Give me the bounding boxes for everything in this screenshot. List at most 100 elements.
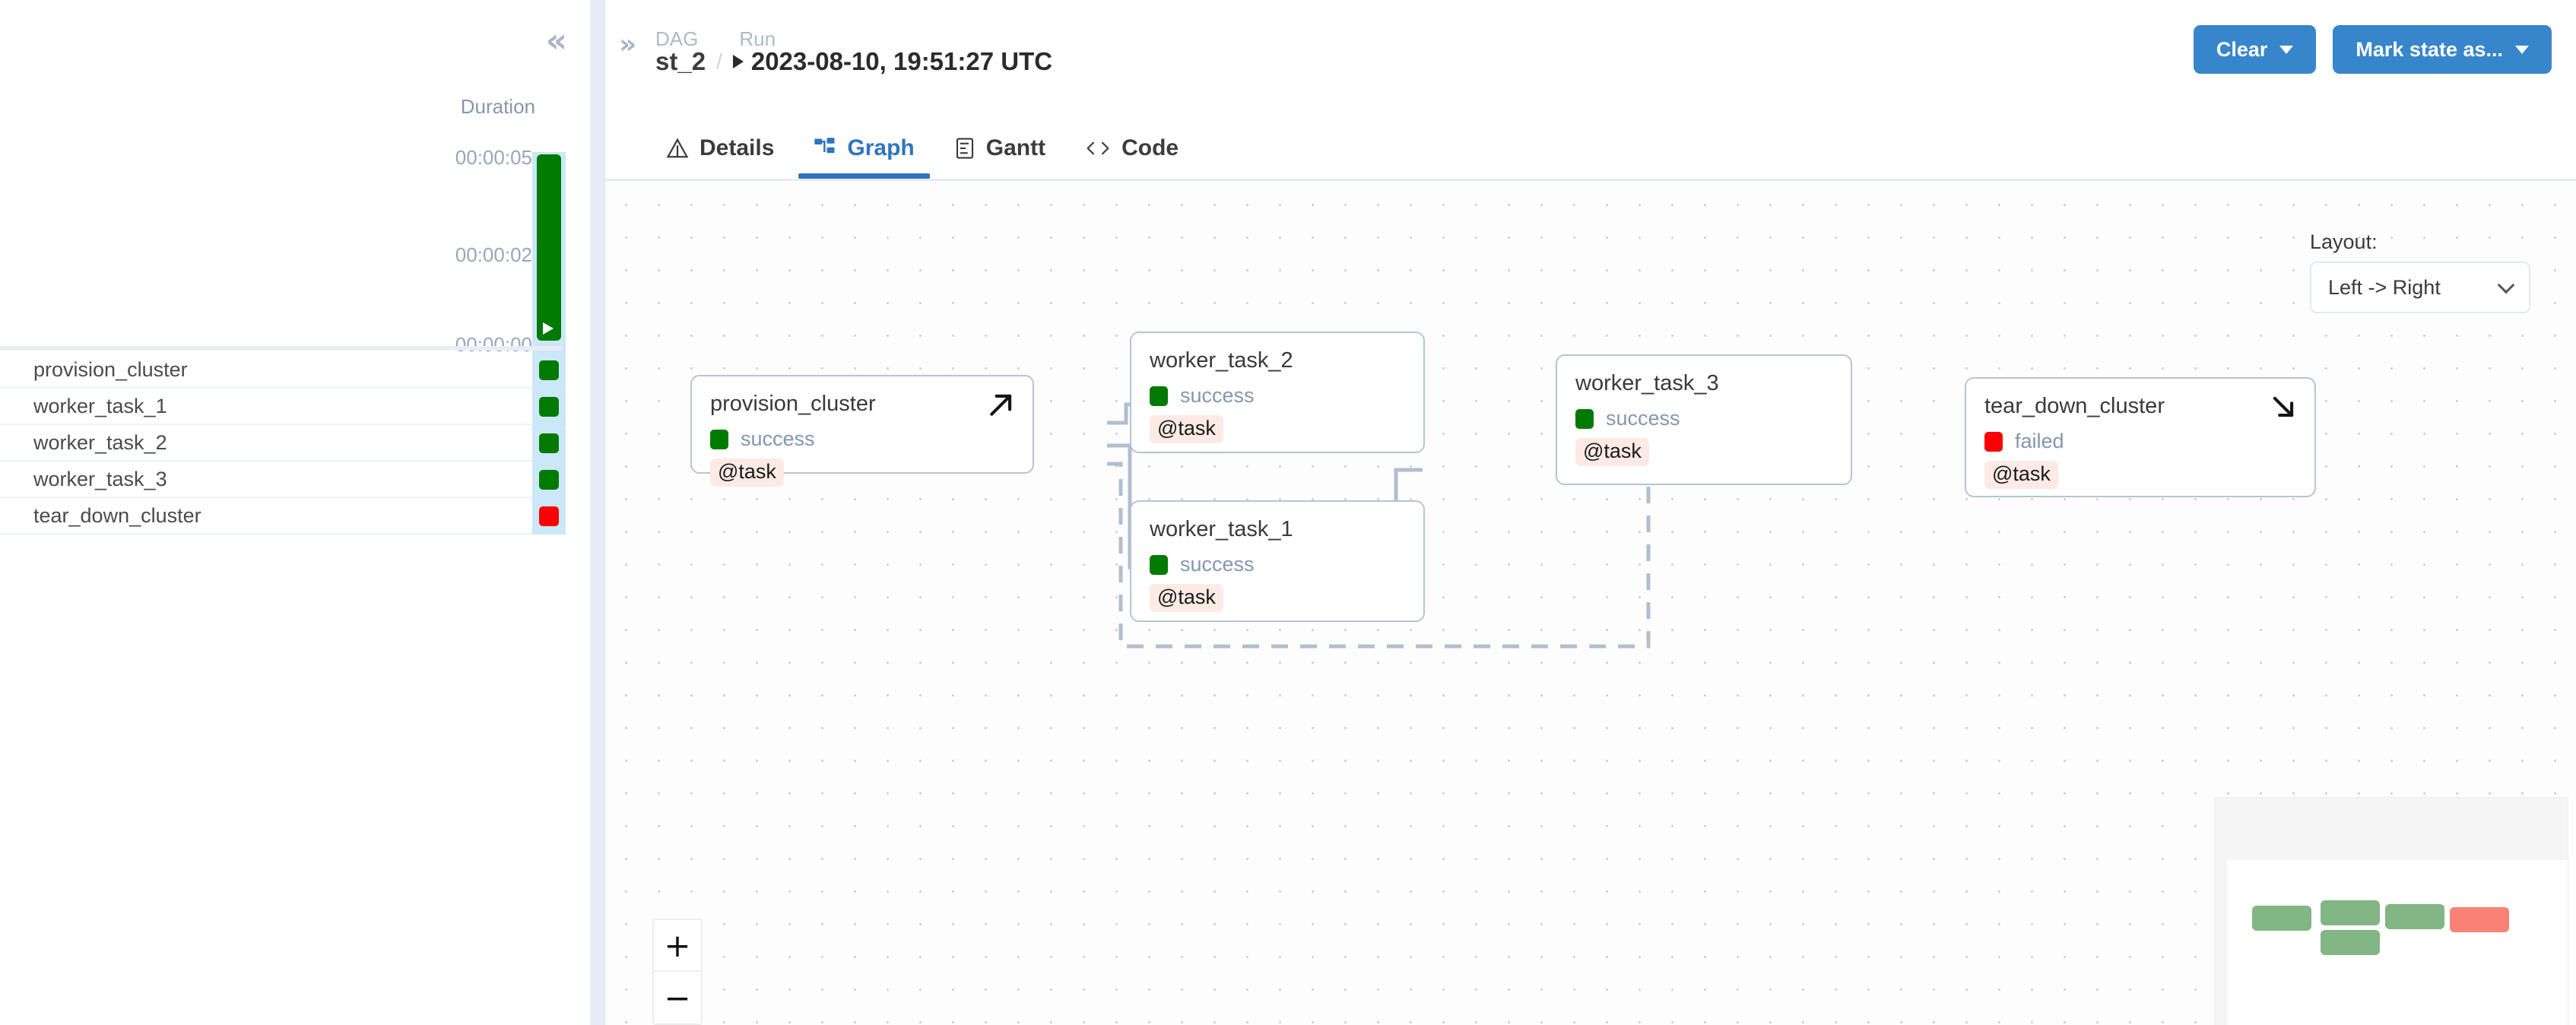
status-square-success: [1150, 386, 1168, 406]
duration-bar[interactable]: [537, 154, 561, 341]
status-square-success: [539, 397, 559, 417]
tab-gantt-label: Gantt: [985, 135, 1046, 160]
node-state-label: success: [741, 427, 815, 450]
zoom-in-button[interactable]: +: [654, 920, 701, 972]
grid-header-divider: [0, 346, 563, 351]
task-name-label: worker_task_2: [33, 430, 167, 454]
status-square-success: [539, 433, 559, 453]
task-instance-cell[interactable]: [532, 425, 566, 462]
node-state: success: [1150, 384, 1405, 408]
zoom-out-button[interactable]: −: [664, 979, 691, 1017]
node-badge: @task: [1150, 584, 1223, 612]
minimap-node: [2321, 930, 2380, 955]
task-row[interactable]: worker_task_1: [0, 389, 567, 425]
status-square-success: [539, 360, 559, 380]
node-state: failed: [1984, 430, 2296, 453]
chevron-down-icon: [2497, 276, 2515, 294]
graph-icon: [814, 137, 836, 160]
graph-node-provision-cluster[interactable]: provision_cluster success @task: [690, 375, 1034, 487]
status-square-success: [1575, 408, 1594, 429]
graph-minimap[interactable]: [2214, 797, 2568, 1025]
task-instance-cell[interactable]: [532, 352, 566, 389]
zoom-controls: + −: [652, 919, 703, 1025]
arrow-up-right-icon: [990, 394, 1012, 416]
layout-label: Layout:: [2310, 230, 2378, 253]
task-list: provision_cluster worker_task_1 worker_tas…: [0, 352, 567, 535]
panel-divider: [604, 0, 605, 1025]
expand-panel-icon[interactable]: »: [619, 29, 637, 60]
clear-button[interactable]: Clear: [2193, 25, 2317, 74]
arrow-down-right-icon: [2273, 396, 2294, 417]
node-state-label: success: [1606, 407, 1680, 430]
node-badge: @task: [1575, 438, 1649, 466]
breadcrumb-separator: /: [716, 49, 722, 73]
run-header: » DAG Run st_2 / 2023-08-10, 19:51:27 UT…: [605, 0, 2576, 118]
layout-select[interactable]: Left -> Right: [2310, 262, 2530, 313]
chevron-down-icon: [2279, 45, 2294, 54]
header-actions: Clear Mark state as...: [2193, 25, 2552, 74]
node-state-label: failed: [2015, 430, 2064, 452]
mark-state-button[interactable]: Mark state as...: [2333, 25, 2552, 74]
breadcrumb-label-dag: DAG: [655, 27, 699, 50]
task-instance-cell[interactable]: [532, 498, 566, 535]
task-row[interactable]: worker_task_3: [0, 462, 567, 498]
run-expand-caret-icon[interactable]: [732, 55, 744, 68]
node-title: provision_cluster: [710, 392, 876, 416]
code-icon: [1085, 138, 1111, 159]
node-state: success: [710, 427, 1014, 451]
graph-canvas[interactable]: Layout: Left -> Right provision_cluster …: [605, 181, 2576, 1025]
duration-tick-0: 00:00:00: [455, 333, 532, 356]
tab-graph[interactable]: Graph: [794, 118, 934, 179]
dag-id-link[interactable]: st_2: [655, 47, 706, 75]
graph-node-worker-task-3[interactable]: worker_task_3 success @task: [1556, 354, 1852, 485]
tab-details[interactable]: Details: [646, 118, 794, 179]
minimap-node: [2450, 907, 2509, 932]
tab-graph-label: Graph: [847, 135, 915, 160]
node-state-label: success: [1180, 384, 1255, 407]
breadcrumb: st_2 / 2023-08-10, 19:51:27 UTC: [655, 47, 1052, 76]
task-row[interactable]: tear_down_cluster: [0, 498, 567, 535]
task-instance-cell[interactable]: [532, 462, 566, 498]
minimap-node: [2321, 900, 2380, 925]
task-name-label: worker_task_1: [33, 394, 167, 417]
duration-axis-title: Duration: [460, 95, 535, 118]
panel-resizer[interactable]: [590, 0, 604, 1025]
gantt-icon: [954, 137, 976, 160]
tab-details-label: Details: [700, 135, 775, 160]
status-square-success: [710, 429, 728, 449]
task-row[interactable]: worker_task_2: [0, 425, 567, 462]
node-title: tear_down_cluster: [1984, 394, 2165, 418]
minimap-node: [2252, 906, 2311, 931]
tab-bar: Details Graph: [605, 118, 2576, 181]
chevron-down-icon: [2515, 45, 2529, 54]
grid-panel: « Duration 00:00:05 00:00:02 00:00:00 pr…: [0, 0, 590, 1025]
task-instance-cell[interactable]: [532, 389, 566, 425]
graph-node-worker-task-2[interactable]: worker_task_2 success @task: [1130, 332, 1425, 453]
collapse-panel-icon[interactable]: «: [545, 21, 567, 60]
node-title: worker_task_2: [1150, 348, 1293, 373]
task-row[interactable]: provision_cluster: [0, 352, 567, 389]
mark-state-button-label: Mark state as...: [2356, 37, 2503, 61]
triangle-alert-icon: [666, 137, 689, 160]
tab-code[interactable]: Code: [1065, 118, 1198, 179]
clear-button-label: Clear: [2216, 37, 2268, 61]
detail-pane: » DAG Run st_2 / 2023-08-10, 19:51:27 UT…: [605, 0, 2576, 1025]
tab-gantt[interactable]: Gantt: [934, 118, 1065, 179]
duration-tick-2: 00:00:02: [455, 243, 532, 266]
graph-node-worker-task-1[interactable]: worker_task_1 success @task: [1130, 500, 1425, 622]
node-state: success: [1575, 407, 1832, 430]
run-play-marker-icon: [543, 322, 554, 335]
minimap-node: [2385, 904, 2444, 929]
graph-node-tear-down-cluster[interactable]: tear_down_cluster failed @task: [1965, 377, 2316, 497]
node-badge: @task: [1984, 461, 2058, 489]
tab-code-label: Code: [1121, 135, 1179, 160]
layout-control: Layout: Left -> Right: [2310, 230, 2530, 313]
run-id-label: 2023-08-10, 19:51:27 UTC: [750, 47, 1053, 75]
minimap-viewport: [2227, 860, 2568, 1025]
status-square-failed: [1984, 431, 2003, 452]
status-square-success: [1150, 554, 1168, 575]
node-state: success: [1150, 553, 1405, 576]
layout-select-value: Left -> Right: [2328, 275, 2441, 299]
status-square-success: [539, 470, 559, 490]
